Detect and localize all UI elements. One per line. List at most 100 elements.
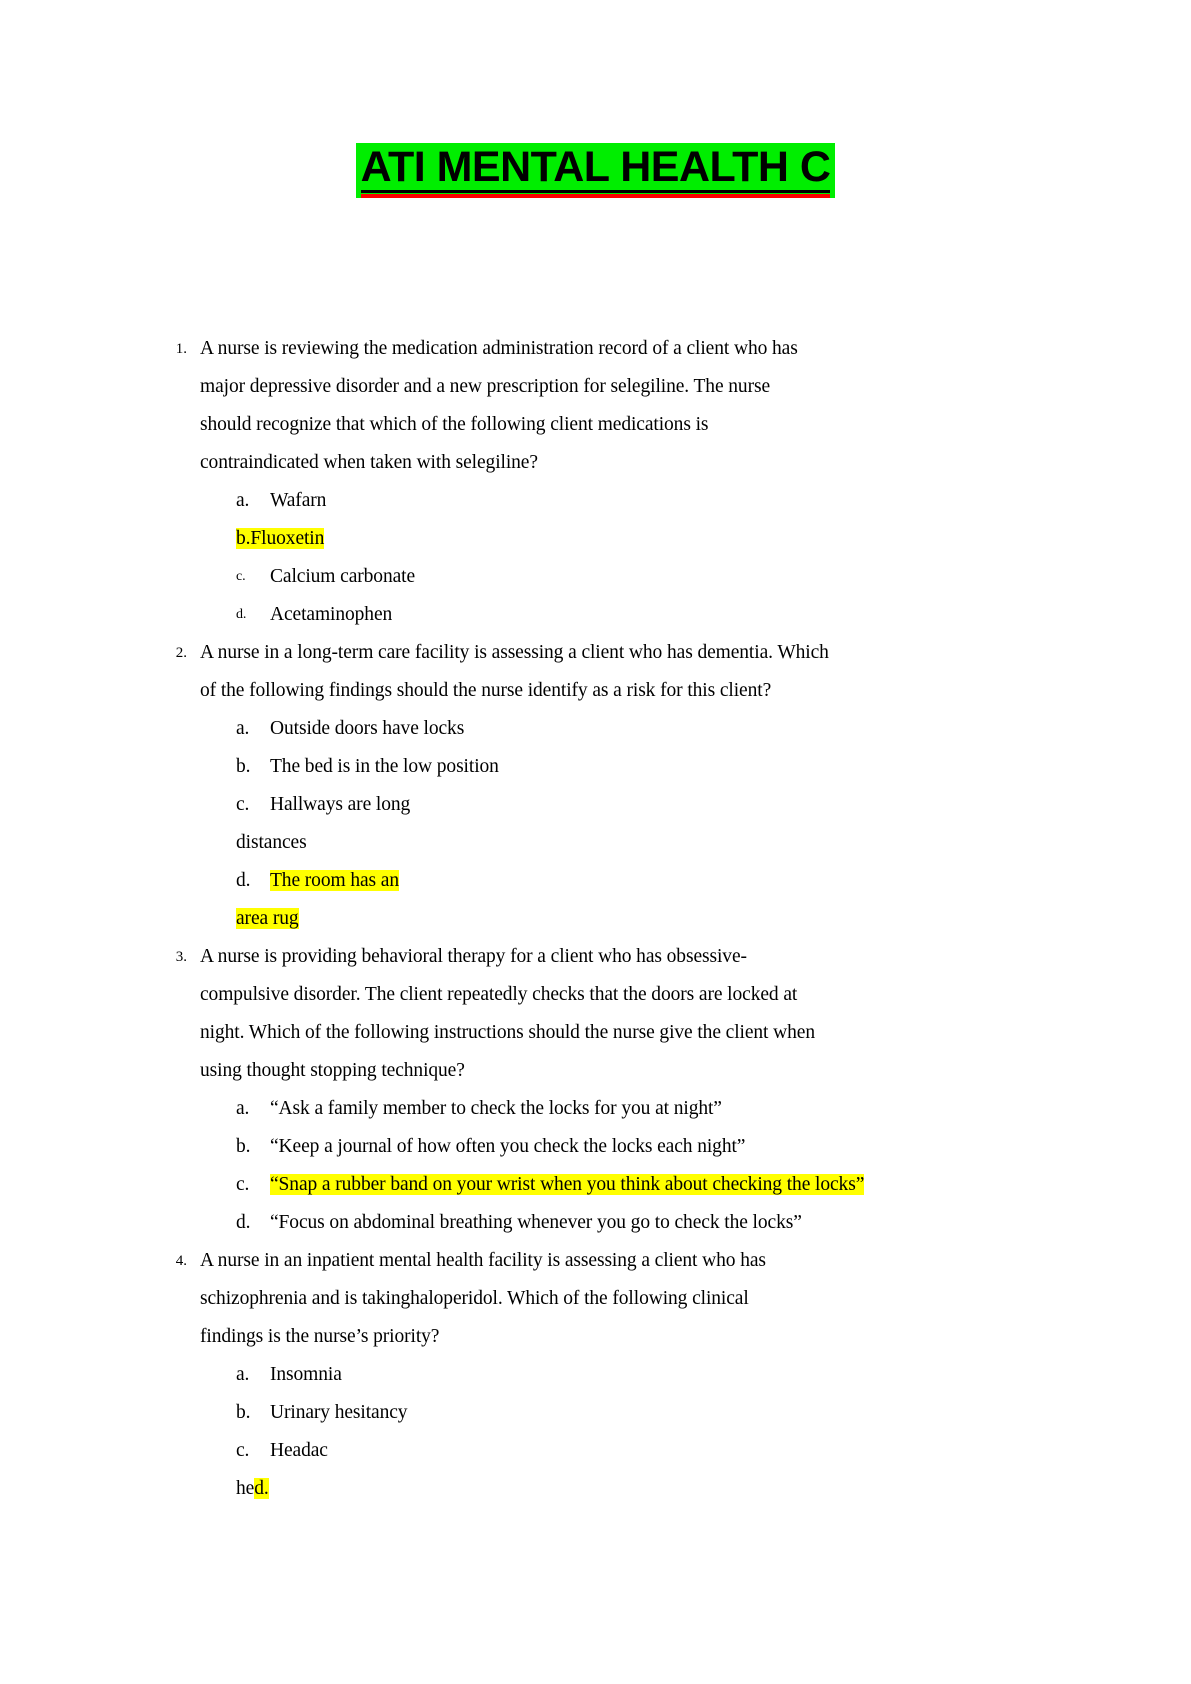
answer-option[interactable]: a. Wafarn [0, 482, 1191, 520]
question-number: 4. [175, 1253, 187, 1269]
question-text-line: A nurse is reviewing the medication admi… [200, 338, 798, 359]
answer-option-text: Calcium carbonate [270, 566, 415, 587]
answer-option-marker: c. [236, 794, 250, 815]
answer-option[interactable]: c. Headac [0, 1432, 1191, 1470]
answer-option-marker: d. [236, 1212, 251, 1233]
question-list: 1. A nurse is reviewing the medication ad… [0, 330, 1191, 1508]
answer-option-text: Wafarn [270, 490, 326, 511]
question-text-line: should recognize that which of the follo… [200, 414, 709, 435]
answer-option[interactable]: c.“Snap a rubber band on your wrist when… [0, 1166, 1191, 1204]
answer-option[interactable]: d. The room has an [0, 862, 1191, 900]
answer-option-marker: a. [236, 490, 250, 511]
answer-option-text: “Focus on abdominal breathing whenever y… [270, 1212, 802, 1233]
highlighted-answer-suffix: d. [254, 1478, 269, 1499]
question-text-line: A nurse in a long-term care facility is … [200, 642, 829, 663]
question-text-line: contraindicated when taken with selegili… [200, 452, 538, 473]
question-item: 1. A nurse is reviewing the medication ad… [0, 330, 1191, 634]
answer-label: Headac [270, 1440, 328, 1461]
question-text-line: schizophrenia and is takinghaloperidol. … [200, 1288, 749, 1309]
answer-label: Hallways are long [270, 794, 411, 815]
answer-options: a. “Ask a family member to check the lock… [0, 1090, 1191, 1242]
answer-options: a. Outside doors have locks b. The bed is i… [0, 710, 1191, 938]
question-text-line: findings is the nurse’s priority? [200, 1326, 440, 1347]
answer-label: Calcium carbonate [270, 566, 416, 587]
answer-option[interactable]: d. “Focus on abdominal breathing whenever… [0, 1204, 1191, 1242]
answer-label: Insomnia [270, 1364, 342, 1385]
question-text: A nurse in an inpatient mental health fa… [200, 1242, 1026, 1356]
answer-option[interactable]: a. Insomnia [0, 1356, 1191, 1394]
answer-label: “Ask a family member to check the locks … [270, 1098, 722, 1119]
highlighted-answer: “Snap a rubber band on your wrist when y… [270, 1174, 865, 1195]
answer-option-text: The room has an [270, 870, 399, 891]
answer-option-marker: a. [236, 1098, 250, 1119]
answer-option-text: The bed is in the low position [270, 756, 499, 777]
answer-option-text: “Ask a family member to check the locks … [270, 1098, 722, 1119]
answer-option-text: Hallways are long [270, 794, 410, 815]
answer-label: The bed is in the low position [270, 756, 499, 777]
answer-option[interactable]: c. Hallways are long [0, 786, 1191, 824]
answer-continuation-text: distances [236, 832, 307, 853]
answer-option-marker: b. [236, 756, 251, 777]
title-red-underline [360, 194, 831, 198]
answer-label: “Keep a journal of how often you check t… [270, 1136, 746, 1157]
answer-option-text: Acetaminophen [270, 604, 392, 625]
answer-continuation-text: he [236, 1478, 255, 1499]
highlighted-answer: The room has an [270, 870, 400, 891]
answer-option[interactable]: b.Fluoxetin [0, 520, 1191, 558]
answer-option-text: Urinary hesitancy [270, 1402, 408, 1423]
answer-option[interactable]: b. The bed is in the low position [0, 748, 1191, 786]
answer-option-text: Insomnia [270, 1364, 342, 1385]
page-title: ATI MENTAL HEALTH C [360, 143, 831, 193]
answer-option-marker: b. [236, 1136, 251, 1157]
answer-option[interactable]: d. Acetaminophen [0, 596, 1191, 634]
answer-option-text: “Snap a rubber band on your wrist when y… [270, 1174, 864, 1195]
question-item: 3. A nurse is providing behavioral therap… [0, 938, 1191, 1242]
answer-label: Acetaminophen [270, 604, 393, 625]
question-item: 2. A nurse in a long-term care facility i… [0, 634, 1191, 938]
question-item: 4. A nurse in an inpatient mental health … [0, 1242, 1191, 1508]
answer-option-marker: c. [236, 1440, 250, 1461]
answer-label: Urinary hesitancy [270, 1402, 408, 1423]
answer-option[interactable]: a. Outside doors have locks [0, 710, 1191, 748]
question-text: A nurse is reviewing the medication admi… [200, 330, 1026, 482]
answer-label: Outside doors have locks [270, 718, 465, 739]
answer-option[interactable]: b. Urinary hesitancy [0, 1394, 1191, 1432]
answer-options: a. Insomnia b. Urinary hesitancy c. Headac hed… [0, 1356, 1191, 1508]
question-text-line: using thought stopping technique? [200, 1060, 465, 1081]
question-text-line: of the following findings should the nur… [200, 680, 772, 701]
answer-label: Wafarn [270, 490, 327, 511]
question-number: 3. [175, 949, 187, 965]
answer-option-continuation: distances [236, 824, 1191, 862]
answer-option[interactable]: c. Calcium carbonate [0, 558, 1191, 596]
question-text-line: A nurse in an inpatient mental health fa… [200, 1250, 766, 1271]
answer-option-continuation: hed. [236, 1470, 1191, 1508]
question-number: 2. [175, 645, 187, 661]
answer-option-text: b.Fluoxetin [236, 528, 324, 549]
answer-option-text: “Keep a journal of how often you check t… [270, 1136, 745, 1157]
question-text-line: major depressive disorder and a new pres… [200, 376, 771, 397]
answer-option[interactable]: a. “Ask a family member to check the lock… [0, 1090, 1191, 1128]
answer-option-marker: a. [236, 718, 250, 739]
answer-option-text: Headac [270, 1440, 328, 1461]
highlighted-answer: b.Fluoxetin [236, 528, 325, 549]
answer-option-marker: c. [236, 569, 246, 584]
question-text-line: night. Which of the following instructio… [200, 1022, 815, 1043]
answer-label: “Focus on abdominal breathing whenever y… [270, 1212, 802, 1233]
answer-option-marker: a. [236, 1364, 250, 1385]
question-text: A nurse is providing behavioral therapy … [200, 938, 1026, 1090]
question-text-line: A nurse is providing behavioral therapy … [200, 946, 747, 967]
question-number: 1. [175, 341, 187, 357]
title-highlight: ATI MENTAL HEALTH C [355, 143, 836, 198]
answer-option-marker: d. [236, 870, 251, 891]
answer-option-marker: b. [236, 1402, 251, 1423]
question-text-line: compulsive disorder. The client repeated… [200, 984, 798, 1005]
answer-option[interactable]: b. “Keep a journal of how often you check… [0, 1128, 1191, 1166]
highlighted-answer-continuation: area rug [236, 908, 299, 929]
question-text: A nurse in a long-term care facility is … [200, 634, 1026, 710]
document-title-container: ATI MENTAL HEALTH C [0, 143, 1191, 198]
answer-option-text: Outside doors have locks [270, 718, 464, 739]
answer-options: a. Wafarn b.Fluoxetin c. Calcium carbonate d.… [0, 482, 1191, 634]
answer-option-continuation: area rug [236, 900, 1191, 938]
answer-option-marker: d. [236, 607, 247, 622]
